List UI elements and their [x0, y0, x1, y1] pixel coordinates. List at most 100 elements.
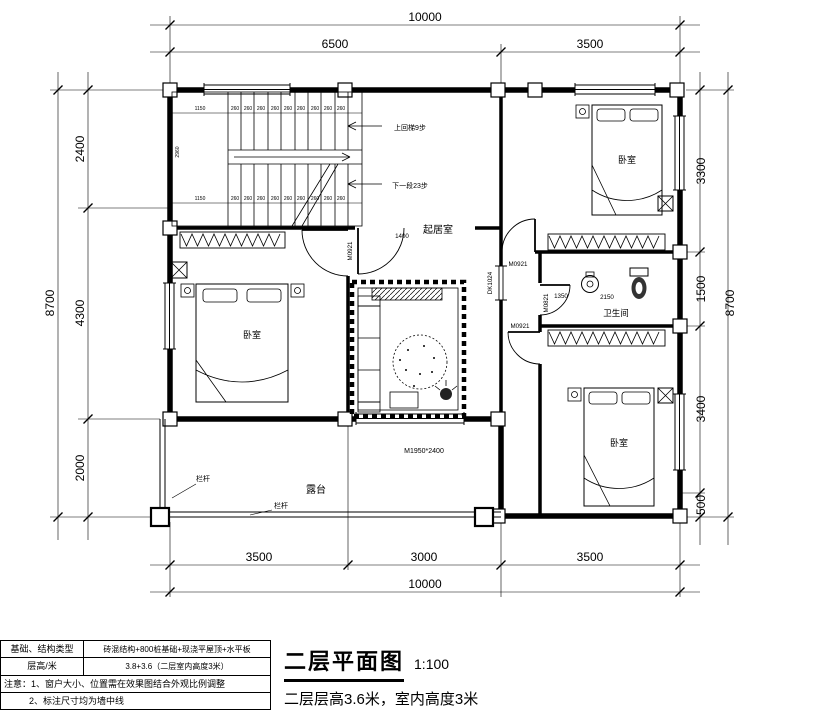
window-top-bedroom — [574, 83, 656, 96]
stair-dim-landing: 1150 — [195, 106, 206, 112]
bath-dim-2150: 2150 — [600, 294, 614, 301]
svg-text:260: 260 — [284, 106, 293, 112]
dimensions-bottom: 3500 3000 3500 10000 — [150, 424, 700, 598]
rug — [392, 334, 448, 390]
window-tag-main: M1950*2400 — [404, 448, 444, 455]
drawing-title: 二层平面图 1:100 — [284, 644, 449, 682]
dim-right-500: 500 — [694, 495, 708, 515]
dim-right-3400: 3400 — [694, 395, 708, 422]
room-label-bedroom-left: 卧室 — [243, 329, 261, 340]
dimensions-right: 3300 1500 3400 500 8700 — [682, 72, 737, 545]
dim-right-overall: 8700 — [723, 289, 737, 316]
plant — [440, 388, 452, 400]
bed-top-bedroom — [575, 104, 663, 216]
door-tag-m0921-top: M0921 — [509, 261, 528, 268]
svg-text:260: 260 — [297, 106, 306, 112]
dim-right-1500: 1500 — [694, 275, 708, 302]
dim-top-right: 3500 — [577, 37, 604, 51]
window-left-bedroom — [163, 282, 176, 350]
opening-tag-dk1024: DK1024 — [487, 271, 494, 294]
svg-text:1150: 1150 — [195, 196, 206, 202]
svg-text:260: 260 — [244, 106, 253, 112]
railing-label: 栏杆 — [274, 501, 288, 510]
terrace-pillar — [149, 506, 171, 528]
duct-shaft — [170, 195, 674, 404]
spec-note-1: 注意：1、窗户大小、位置需在效果图结合外观比例调整 — [0, 674, 271, 694]
dim-bottom-mid: 3000 — [411, 550, 438, 564]
stair-treads-lower — [240, 164, 349, 226]
railing-label: 栏杆 — [196, 474, 210, 483]
stair-dim-width: 2960 — [175, 146, 181, 157]
svg-text:260: 260 — [231, 106, 240, 112]
dim-top-left: 6500 — [322, 37, 349, 51]
svg-text:260: 260 — [324, 106, 333, 112]
spec-row1-value: 砖混结构+800桩基础+现浇平屋顶+水平板 — [83, 639, 271, 659]
svg-text:260: 260 — [231, 196, 240, 202]
floorplan-drawing: 10000 6500 3500 2400 4300 2000 8700 3300… — [43, 10, 737, 598]
page-title: 二层平面图 — [284, 644, 405, 682]
terrace-pillar — [473, 506, 495, 528]
window-top-stair — [203, 83, 291, 96]
door-arc-bedroom-topright — [501, 218, 536, 253]
window-right-bedroom-top — [673, 115, 686, 191]
opening-dk1024 — [495, 265, 507, 301]
svg-text:260: 260 — [244, 196, 253, 202]
doors — [301, 218, 571, 365]
dim-bottom-right: 3500 — [577, 550, 604, 564]
bed-bottom-bedroom — [567, 387, 655, 507]
room-label-bedroom-topright: 卧室 — [618, 154, 636, 165]
window-right-bedroom-bottom — [673, 393, 686, 471]
dim-left-2400: 2400 — [73, 135, 87, 162]
bath-dim-1350: 1350 — [554, 293, 568, 300]
room-label-bedroom-bottomright: 卧室 — [610, 437, 628, 448]
door-arc-living — [357, 227, 405, 275]
interior-walls — [170, 90, 680, 516]
spec-note-2: 2、标注尺寸均为墙中线 — [0, 692, 271, 711]
door-tags: M0921 M0921 M0921 M0821 DK1024 1400 1350… — [347, 233, 614, 455]
windows — [163, 83, 686, 471]
spec-table: 基础、结构类型 砖混结构+800桩基础+现浇平屋顶+水平板 层高/米 3.8+3… — [0, 639, 271, 711]
dimensions-left: 2400 4300 2000 8700 — [43, 72, 168, 540]
room-label-living: 起居室 — [423, 223, 453, 236]
wardrobe-bottom-bedroom — [547, 329, 666, 347]
stair-break-line — [291, 163, 339, 227]
svg-text:260: 260 — [311, 106, 320, 112]
door-arc-bedroom-left — [301, 229, 349, 277]
living-furniture — [349, 279, 467, 419]
furniture — [170, 104, 674, 507]
svg-text:260: 260 — [271, 106, 280, 112]
sofa — [357, 305, 381, 403]
spec-row2-label: 层高/米 — [0, 657, 84, 676]
room-labels: 起居室 卧室 卧室 卧室 卫生间 露台 — [243, 154, 636, 496]
dimensions-top: 10000 6500 3500 — [150, 10, 700, 90]
svg-text:260: 260 — [257, 106, 266, 112]
dim-bottom-overall: 10000 — [408, 577, 442, 591]
terrace: 栏杆 栏杆 — [149, 419, 501, 528]
structural-columns — [162, 82, 688, 524]
svg-text:260: 260 — [337, 196, 346, 202]
door-tag-m0821: M0821 — [543, 293, 550, 312]
stair-treads-upper — [240, 92, 349, 150]
stair-arrow — [234, 152, 351, 162]
drawing-scale: 1:100 — [414, 656, 450, 672]
svg-text:260: 260 — [311, 196, 320, 202]
door-arc-bedroom-bottomright — [507, 331, 541, 365]
dim-right-3300: 3300 — [694, 157, 708, 184]
staircase: 1150 260 260 260 260 260 260 260 260 260… — [171, 91, 428, 227]
tv-cabinet — [371, 287, 443, 301]
dim-left-overall: 8700 — [43, 289, 57, 316]
spec-row2-value: 3.8+3.6（二层室内高度3米） — [83, 657, 271, 676]
wardrobe-top-bedroom — [547, 233, 666, 251]
spec-row1-label: 基础、结构类型 — [0, 639, 84, 659]
door-arc-bathroom — [539, 284, 571, 316]
svg-text:260: 260 — [337, 106, 346, 112]
dim-left-4300: 4300 — [73, 299, 87, 326]
drawing-subtitle: 二层层高3.6米，室内高度3米 — [284, 691, 479, 708]
svg-text:260: 260 — [297, 196, 306, 202]
toilet — [629, 267, 649, 299]
room-label-bathroom: 卫生间 — [603, 308, 629, 318]
dim-left-2000: 2000 — [73, 454, 87, 481]
svg-text:260: 260 — [271, 196, 280, 202]
opening-dim-1400: 1400 — [395, 233, 409, 240]
